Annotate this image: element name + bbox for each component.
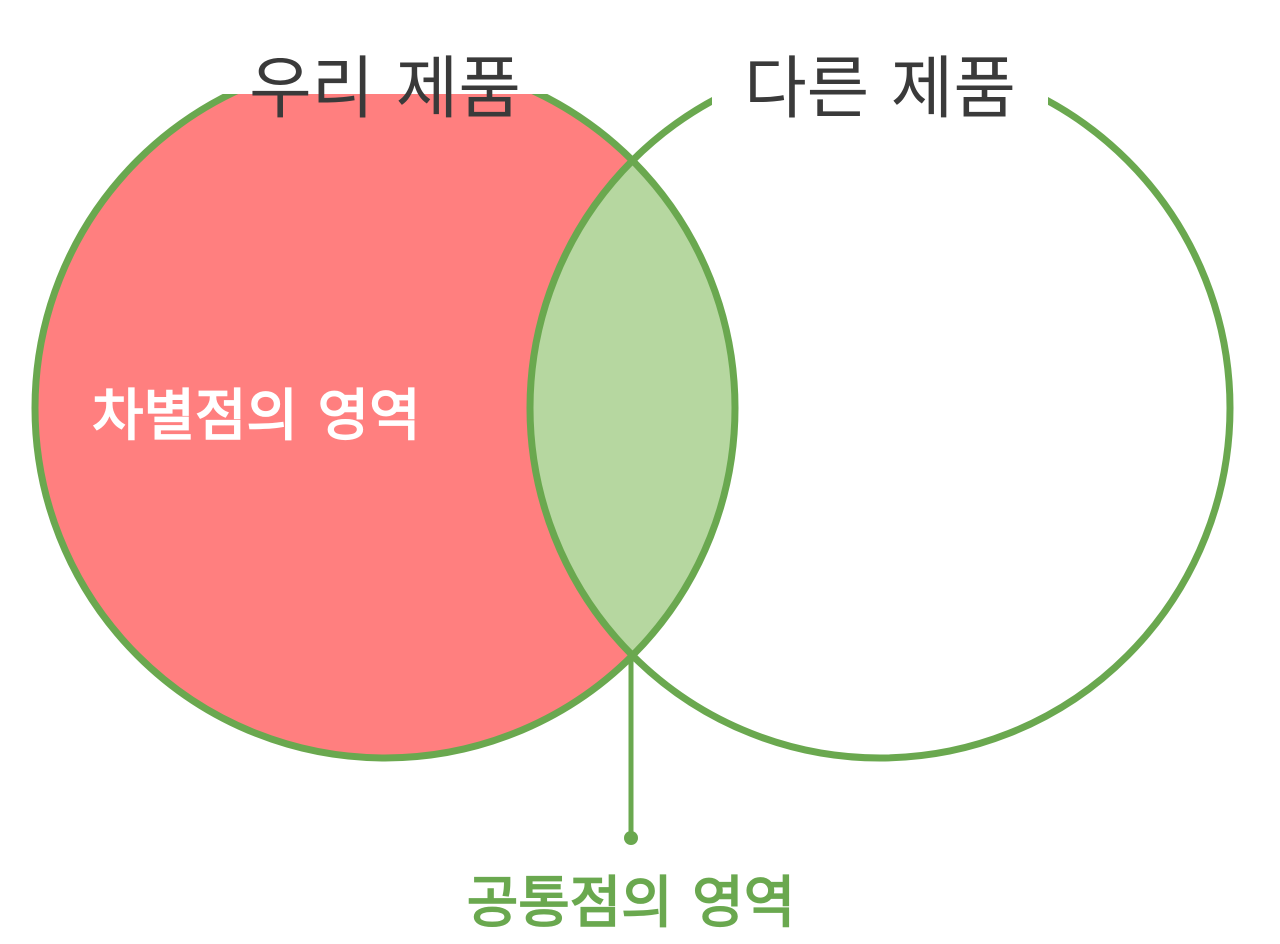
common-callout-dot — [624, 831, 638, 845]
left-set-label: 우리 제품 — [249, 50, 521, 129]
common-region-label: 공통점의 영역 — [467, 871, 796, 936]
difference-region-label: 차별점의 영역 — [92, 384, 421, 449]
left-circle-fill — [35, 58, 735, 758]
right-set-label: 다른 제품 — [744, 50, 1016, 129]
left-label-background — [218, 40, 550, 94]
right-label-background — [712, 40, 1048, 110]
